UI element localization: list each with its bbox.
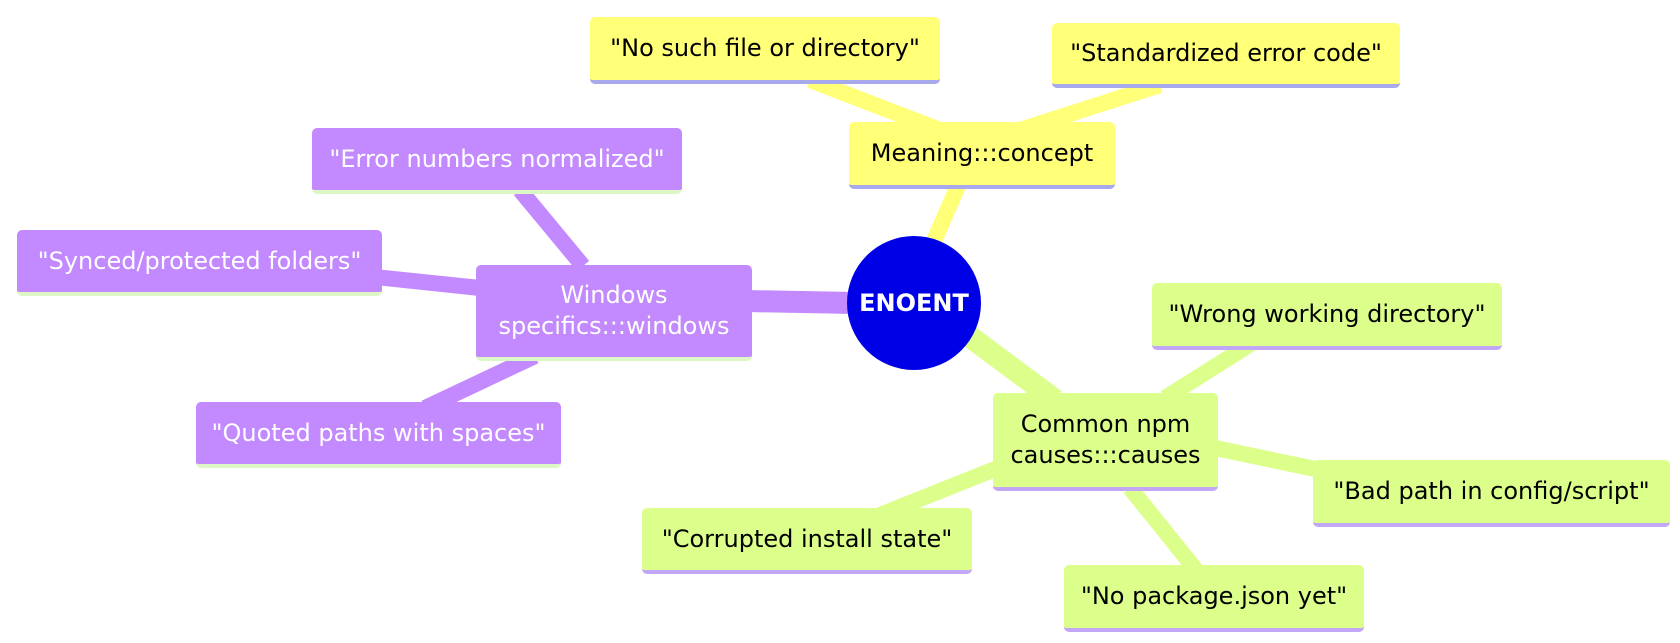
meaning-label: Meaning:::concept [870,139,1094,167]
causes-child-wrong-dir[interactable]: "Wrong working directory" [1152,283,1502,350]
meaning-child-label: "No such file or directory" [610,34,920,62]
causes-node[interactable]: Common npm causes:::causes [993,393,1218,491]
edge-windows-quoted [421,348,539,416]
causes-child-corrupted[interactable]: "Corrupted install state" [642,508,972,574]
windows-child-label: "Error numbers normalized" [329,144,665,173]
edge-windows-synced [374,269,481,296]
edge-causes-badpath [1213,440,1322,478]
causes-child-no-package[interactable]: "No package.json yet" [1064,565,1364,632]
causes-child-label: "Wrong working directory" [1168,300,1486,328]
meaning-child-standardized[interactable]: "Standardized error code" [1052,23,1400,88]
meaning-child-label: "Standardized error code" [1070,39,1382,67]
causes-child-label: "No package.json yet" [1080,582,1348,610]
meaning-node[interactable]: Meaning:::concept [849,122,1115,189]
windows-child-error-numbers[interactable]: "Error numbers normalized" [312,128,682,194]
windows-label: Windows specifics:::windows [498,281,730,340]
causes-child-bad-path[interactable]: "Bad path in config/script" [1313,460,1670,527]
edge-windows-errornumbers [513,184,590,272]
causes-child-label: "Bad path in config/script" [1333,477,1650,505]
causes-label: Common npm causes:::causes [1010,410,1201,469]
edge-windows-root [744,290,856,314]
edge-meaning-nosuchfile [807,72,943,138]
windows-child-quoted[interactable]: "Quoted paths with spaces" [196,402,561,468]
windows-child-label: "Quoted paths with spaces" [211,418,546,447]
causes-child-label: "Corrupted install state" [661,524,953,553]
edge-causes-nopackage [1123,482,1207,581]
windows-child-synced[interactable]: "Synced/protected folders" [17,230,382,296]
root-label: ENOENT [859,289,969,317]
edge-causes-corrupted [877,457,1008,523]
windows-node[interactable]: Windows specifics:::windows [476,265,752,361]
windows-child-label: "Synced/protected folders" [37,246,362,275]
edge-causes-root [958,324,1062,409]
root-node[interactable]: ENOENT [847,236,981,370]
meaning-child-no-such-file[interactable]: "No such file or directory" [590,17,940,84]
